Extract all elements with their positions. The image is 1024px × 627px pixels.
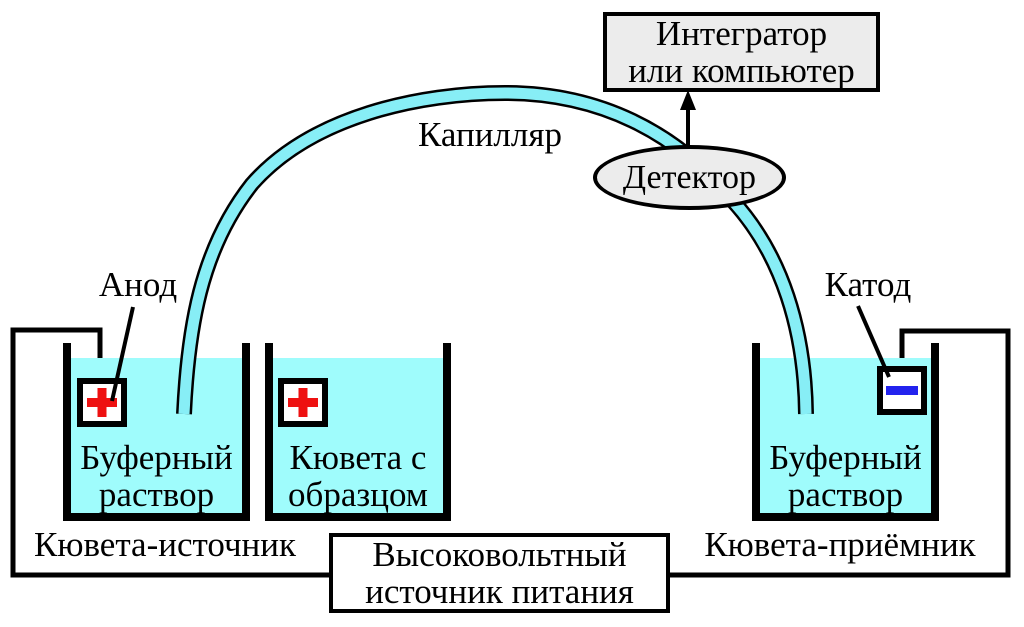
destination-vial-solution-line1: Буферный bbox=[769, 438, 922, 477]
source-vial-caption: Кювета-источник bbox=[33, 525, 297, 564]
integrator-box-line2: или компьютер bbox=[628, 51, 855, 90]
plus-icon bbox=[298, 388, 308, 417]
source-vial-wall bbox=[63, 343, 250, 521]
power-supply-box: Высоковольтный источник питания bbox=[329, 533, 670, 613]
source-vial-solution-line1: Буферный bbox=[80, 438, 233, 477]
source-vial-solution-line2: раствор bbox=[98, 475, 215, 514]
sample-vial-line2: образцом bbox=[288, 475, 428, 514]
power-supply-line2: источник питания bbox=[365, 572, 634, 611]
destination-vial-wall bbox=[752, 343, 939, 521]
destination-vial-solution-label: Буферный раствор bbox=[760, 439, 931, 513]
arrow-up-icon bbox=[680, 90, 696, 110]
integrator-box: Интегратор или компьютер bbox=[603, 12, 880, 92]
source-vial-solution-label: Буферный раствор bbox=[71, 439, 242, 513]
detector-label: Детектор bbox=[622, 159, 757, 196]
detector-ellipse: Детектор bbox=[593, 145, 786, 210]
destination-vial-solution-line2: раствор bbox=[787, 475, 904, 514]
cathode-wire bbox=[668, 328, 1011, 578]
capillary-label: Капилляр bbox=[418, 115, 562, 154]
cathode-label: Катод bbox=[824, 265, 912, 304]
anode-wire bbox=[10, 327, 332, 578]
anode-label: Анод bbox=[98, 265, 178, 304]
minus-icon bbox=[886, 386, 918, 395]
power-supply-line1: Высоковольтный bbox=[372, 535, 627, 574]
destination-vial-caption: Кювета-приёмник bbox=[704, 525, 976, 564]
anode-pointer-line bbox=[110, 306, 135, 402]
sample-vial-line1: Кювета с bbox=[289, 438, 427, 477]
integrator-box-line1: Интегратор bbox=[655, 14, 828, 53]
sample-vial-label: Кювета с образцом bbox=[273, 439, 443, 513]
plus-icon bbox=[97, 388, 107, 417]
sample-vial-wall bbox=[265, 343, 451, 521]
capillary-tube bbox=[178, 87, 812, 415]
cathode-pointer-line bbox=[856, 305, 891, 378]
